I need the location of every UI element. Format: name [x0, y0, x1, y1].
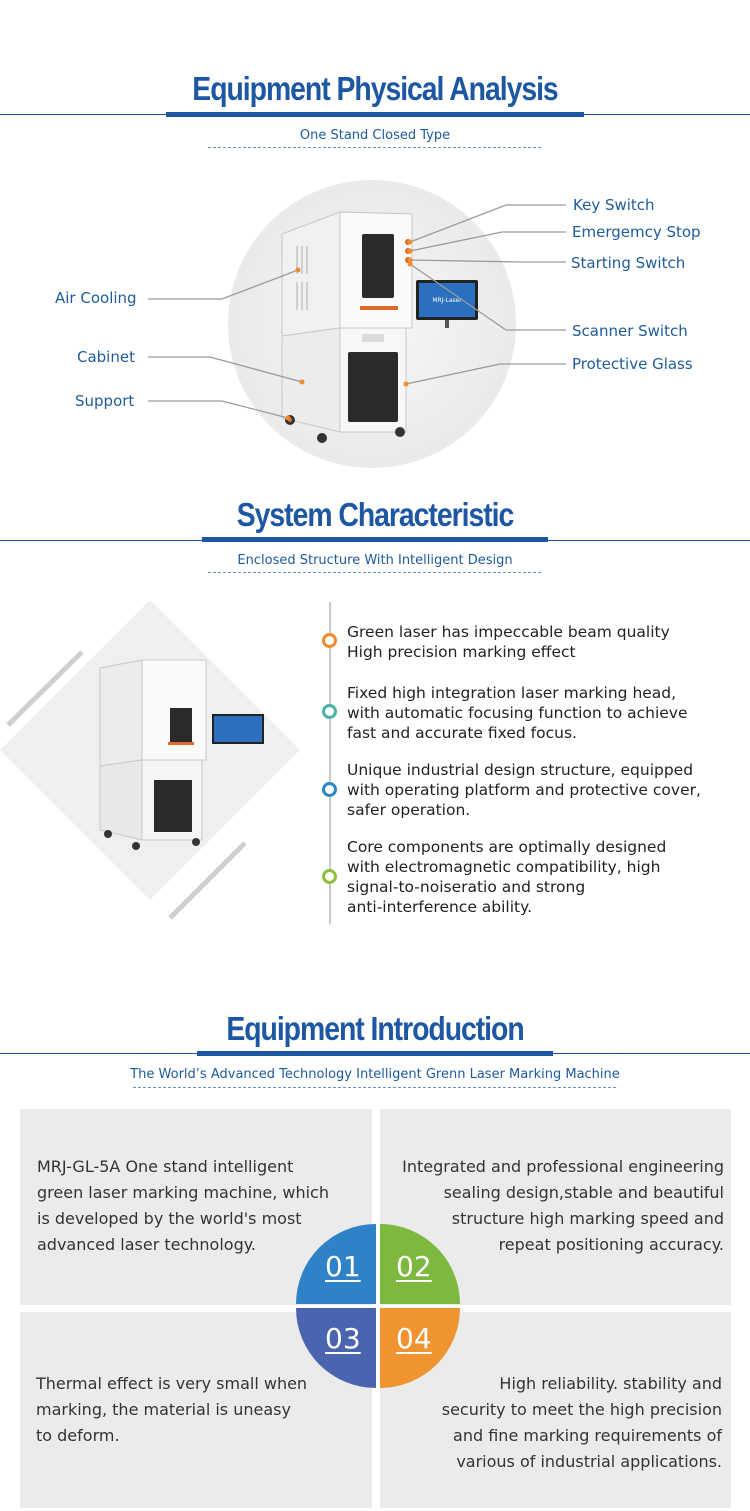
timeline-line	[329, 602, 331, 924]
badge-number-03: 03	[325, 1322, 361, 1355]
callout-emergency-stop: Emergemcy Stop	[572, 223, 701, 241]
laser-machine-illustration: MRJ-Laser	[148, 204, 566, 443]
timeline-dot-4	[322, 869, 337, 884]
badge-number-04: 04	[396, 1322, 432, 1355]
callout-air-cooling: Air Cooling	[55, 289, 137, 307]
system-subtitle: Enclosed Structure With Intelligent Desi…	[237, 553, 513, 568]
intro-subtitle: The World’s Advanced Technology Intellig…	[130, 1067, 620, 1082]
callout-key-switch: Key Switch	[573, 196, 655, 214]
system-title-bar	[202, 537, 548, 542]
intro-title-bar	[197, 1051, 553, 1056]
feature-2: Fixed high integration laser marking hea…	[347, 684, 688, 742]
physical-subtitle: One Stand Closed Type	[299, 128, 451, 143]
timeline-dot-3	[322, 782, 337, 797]
intro-title: Equipment Introduction	[226, 1010, 524, 1047]
badge-number-02: 02	[396, 1250, 432, 1283]
physical-subtitle-dash	[208, 147, 541, 148]
system-title: System Characteristic	[236, 496, 515, 533]
intro-subtitle-dash	[133, 1087, 616, 1088]
physical-title-bar	[166, 112, 584, 117]
timeline-dot-1	[322, 633, 337, 648]
feature-3: Unique industrial design structure, equi…	[347, 761, 701, 819]
physical-title: Equipment Physical Analysis	[192, 70, 558, 107]
callout-support: Support	[75, 392, 135, 410]
system-machine-illustration	[0, 600, 300, 920]
callout-protective-glass: Protective Glass	[572, 355, 693, 373]
callout-cabinet: Cabinet	[77, 348, 135, 366]
system-subtitle-dash	[208, 572, 541, 573]
badge-number-01: 01	[325, 1250, 361, 1283]
callout-scanner-switch: Scanner Switch	[572, 322, 688, 340]
monitor-brand: MRJ-Laser	[432, 297, 462, 304]
callout-starting-switch: Starting Switch	[571, 254, 686, 272]
timeline-dot-2	[322, 704, 337, 719]
